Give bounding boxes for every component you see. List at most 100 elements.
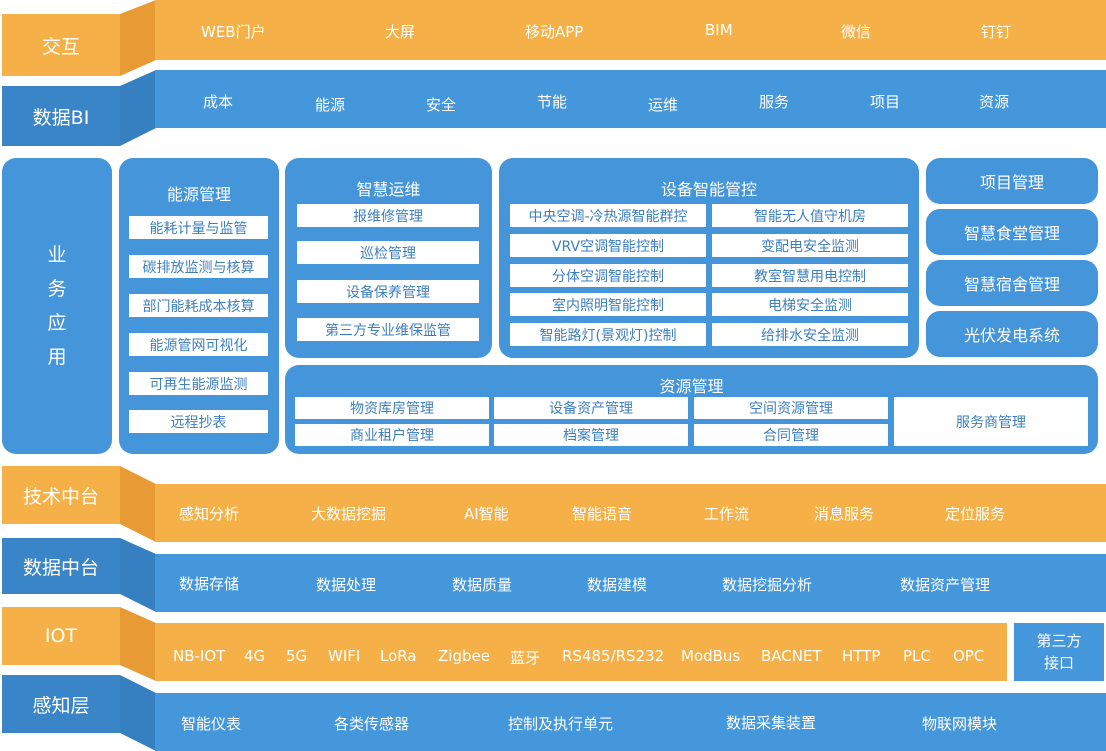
data-bi-item[interactable]: 节能 bbox=[537, 93, 568, 111]
iot-protocol[interactable]: 4G bbox=[244, 647, 266, 665]
tech-item[interactable]: 定位服务 bbox=[945, 505, 1006, 523]
business-char: 应 bbox=[47, 312, 67, 334]
interaction-tab: 交互 bbox=[2, 14, 120, 76]
perception-item[interactable]: 控制及执行单元 bbox=[508, 715, 614, 733]
data-bi-item[interactable]: 安全 bbox=[426, 96, 457, 114]
business-char: 业 bbox=[47, 244, 67, 266]
interaction-label: 交互 bbox=[41, 35, 80, 58]
interaction-band: WEB门户 大屏 移动APP BIM 微信 钉钉 bbox=[155, 0, 1106, 60]
iot-protocol[interactable]: 蓝牙 bbox=[510, 649, 541, 667]
device-right-item[interactable]: 智能无人值守机房 bbox=[712, 204, 908, 227]
perception-item[interactable]: 智能仪表 bbox=[181, 715, 242, 733]
resource-item[interactable]: 设备资产管理 bbox=[494, 397, 688, 419]
device-right-item[interactable]: 教室智慧用电控制 bbox=[712, 264, 908, 287]
data-bi-item[interactable]: 项目 bbox=[870, 93, 901, 111]
interaction-item[interactable]: 钉钉 bbox=[981, 23, 1012, 41]
interaction-item[interactable]: 移动APP bbox=[525, 23, 584, 41]
device-left-item[interactable]: VRV空调智能控制 bbox=[510, 234, 706, 257]
third-party-interface[interactable]: 第三方 接口 bbox=[1014, 623, 1104, 681]
ops-title: 智慧运维 bbox=[356, 180, 421, 199]
perception-item[interactable]: 各类传感器 bbox=[334, 715, 410, 733]
data-bi-item[interactable]: 能源 bbox=[315, 96, 346, 114]
data-bi-item[interactable]: 成本 bbox=[203, 93, 234, 111]
tech-item[interactable]: AI智能 bbox=[464, 505, 509, 523]
energy-item[interactable]: 部门能耗成本核算 bbox=[129, 294, 268, 317]
iot-protocol[interactable]: PLC bbox=[903, 647, 931, 665]
device-right-item[interactable]: 电梯安全监测 bbox=[712, 293, 908, 316]
tech-item[interactable]: 感知分析 bbox=[179, 505, 240, 523]
device-panel: 设备智能管控 中央空调-冷热源智能群控 VRV空调智能控制 分体空调智能控制 室… bbox=[499, 158, 919, 358]
interaction-item[interactable]: 微信 bbox=[841, 23, 872, 41]
perception-item[interactable]: 数据采集装置 bbox=[726, 714, 817, 732]
data-platform-item[interactable]: 数据建模 bbox=[587, 576, 648, 594]
business-char: 用 bbox=[47, 346, 67, 368]
energy-item[interactable]: 可再生能源监测 bbox=[129, 372, 268, 395]
tech-item[interactable]: 智能语音 bbox=[572, 505, 633, 523]
data-platform-item[interactable]: 数据存储 bbox=[179, 575, 240, 593]
data-platform-item[interactable]: 数据资产管理 bbox=[900, 576, 991, 594]
iot-protocol[interactable]: Zigbee bbox=[438, 647, 490, 665]
data-platform-wedge bbox=[120, 538, 156, 612]
device-right-item[interactable]: 给排水安全监测 bbox=[712, 323, 908, 346]
device-right-item[interactable]: 变配电安全监测 bbox=[712, 234, 908, 257]
ops-item[interactable]: 第三方专业维保监管 bbox=[297, 318, 479, 341]
iot-protocol[interactable]: HTTP bbox=[842, 647, 881, 665]
energy-panel: 能源管理 能耗计量与监管 碳排放监测与核算 部门能耗成本核算 能源管网可视化 可… bbox=[119, 158, 279, 454]
energy-item[interactable]: 能耗计量与监管 bbox=[129, 216, 268, 239]
tech-item[interactable]: 消息服务 bbox=[814, 505, 875, 523]
ops-item[interactable]: 巡检管理 bbox=[297, 241, 479, 264]
iot-protocol[interactable]: WIFI bbox=[328, 647, 361, 665]
iot-protocol[interactable]: OPC bbox=[953, 647, 985, 665]
canteen-management-pill[interactable]: 智慧食堂管理 bbox=[926, 209, 1098, 255]
project-management-pill[interactable]: 项目管理 bbox=[926, 158, 1098, 204]
tech-item[interactable]: 工作流 bbox=[704, 505, 750, 523]
perception-tab: 感知层 bbox=[2, 675, 120, 733]
interaction-item[interactable]: BIM bbox=[705, 21, 733, 39]
device-left-item[interactable]: 室内照明智能控制 bbox=[510, 293, 706, 316]
tech-label: 技术中台 bbox=[22, 485, 99, 508]
data-bi-label: 数据BI bbox=[32, 106, 90, 129]
data-platform-item[interactable]: 数据处理 bbox=[316, 576, 377, 594]
resource-item[interactable]: 物资库房管理 bbox=[295, 397, 489, 419]
ops-item[interactable]: 设备保养管理 bbox=[297, 280, 479, 303]
iot-wedge bbox=[120, 607, 156, 681]
ops-item[interactable]: 报维修管理 bbox=[297, 204, 479, 227]
resource-item[interactable]: 商业租户管理 bbox=[295, 424, 489, 446]
resource-item[interactable]: 档案管理 bbox=[494, 424, 688, 446]
tech-band: 感知分析 大数据挖掘 AI智能 智能语音 工作流 消息服务 定位服务 bbox=[155, 484, 1106, 542]
data-bi-tab: 数据BI bbox=[2, 86, 120, 146]
dormitory-management-pill[interactable]: 智慧宿舍管理 bbox=[926, 260, 1098, 306]
data-bi-item[interactable]: 运维 bbox=[648, 96, 679, 114]
iot-protocol[interactable]: LoRa bbox=[380, 647, 417, 665]
device-left-item[interactable]: 中央空调-冷热源智能群控 bbox=[510, 204, 706, 227]
interaction-item[interactable]: WEB门户 bbox=[201, 23, 266, 41]
data-platform-item[interactable]: 数据质量 bbox=[452, 576, 513, 594]
solar-system-pill[interactable]: 光伏发电系统 bbox=[926, 311, 1098, 357]
resource-item[interactable]: 合同管理 bbox=[694, 424, 888, 446]
energy-item[interactable]: 能源管网可视化 bbox=[129, 333, 268, 356]
iot-protocol[interactable]: BACNET bbox=[761, 647, 822, 665]
iot-protocol[interactable]: NB-IOT bbox=[173, 647, 226, 665]
device-left-item[interactable]: 智能路灯(景观灯)控制 bbox=[510, 323, 706, 346]
business-app-label: 业 务 应 用 bbox=[2, 158, 112, 454]
interaction-wedge bbox=[120, 0, 156, 76]
iot-protocol[interactable]: ModBus bbox=[681, 647, 741, 665]
tech-item[interactable]: 大数据挖掘 bbox=[311, 505, 387, 523]
iot-protocol[interactable]: 5G bbox=[286, 647, 308, 665]
data-bi-item[interactable]: 资源 bbox=[979, 93, 1010, 111]
device-title: 设备智能管控 bbox=[660, 180, 757, 199]
perception-item[interactable]: 物联网模块 bbox=[922, 715, 998, 733]
interaction-item[interactable]: 大屏 bbox=[385, 23, 416, 41]
energy-item[interactable]: 远程抄表 bbox=[129, 410, 268, 433]
service-provider-item[interactable]: 服务商管理 bbox=[894, 397, 1088, 446]
device-left-item[interactable]: 分体空调智能控制 bbox=[510, 264, 706, 287]
data-platform-item[interactable]: 数据挖掘分析 bbox=[722, 576, 813, 594]
energy-title: 能源管理 bbox=[166, 185, 231, 204]
resource-item[interactable]: 空间资源管理 bbox=[694, 397, 888, 419]
ops-panel: 智慧运维 报维修管理 巡检管理 设备保养管理 第三方专业维保监管 bbox=[285, 158, 492, 358]
iot-label: IOT bbox=[44, 625, 78, 647]
iot-protocol[interactable]: RS485/RS232 bbox=[562, 647, 665, 665]
tech-tab: 技术中台 bbox=[2, 466, 120, 524]
data-bi-item[interactable]: 服务 bbox=[759, 93, 790, 111]
energy-item[interactable]: 碳排放监测与核算 bbox=[129, 255, 268, 278]
